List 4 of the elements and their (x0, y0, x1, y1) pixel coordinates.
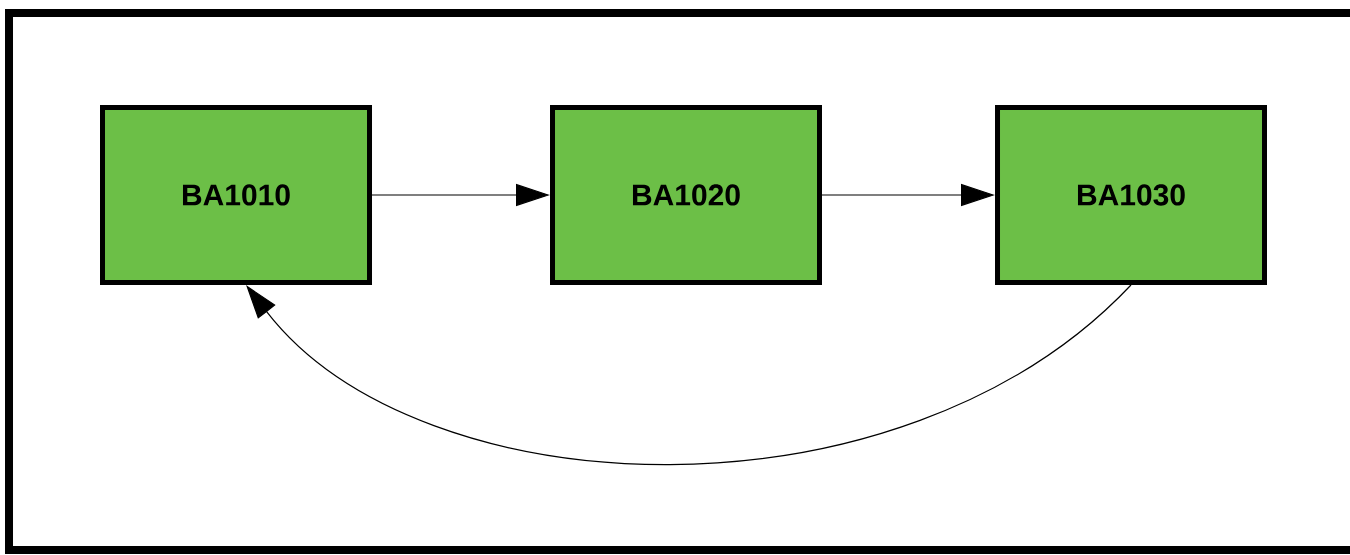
process-box: BA1020 (550, 105, 822, 285)
process-box: BA1030 (995, 105, 1267, 285)
process-box: BA1010 (100, 105, 372, 285)
arrow (246, 284, 1132, 466)
